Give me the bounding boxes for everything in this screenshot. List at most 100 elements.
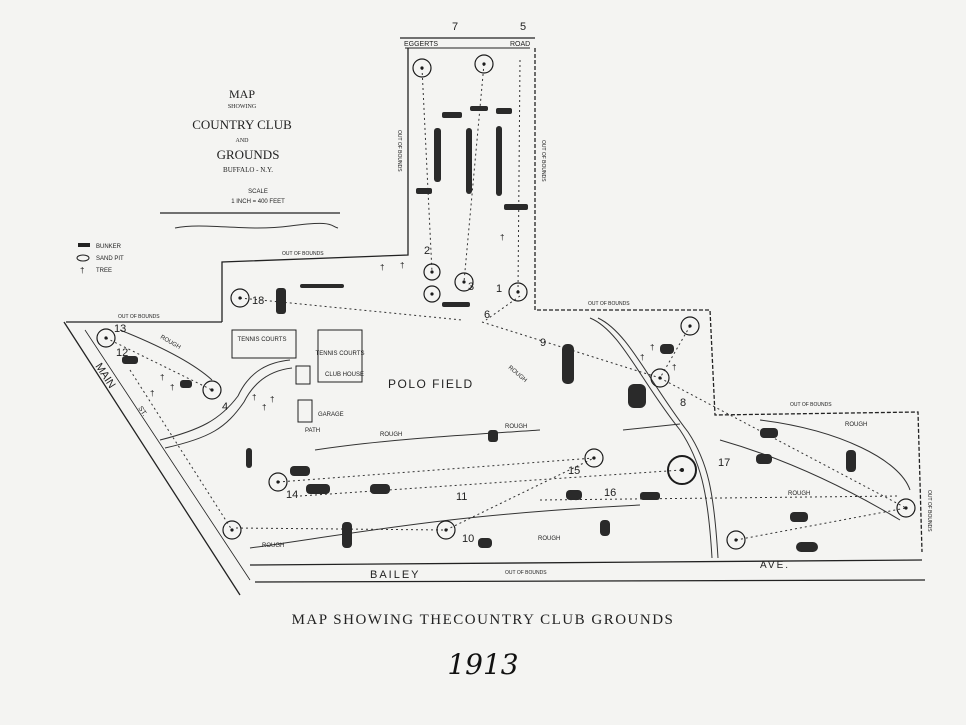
rough-label-1: ROUGH	[380, 432, 402, 438]
rough-label-5: ROUGH	[845, 422, 867, 428]
hole-number-14: 14	[286, 489, 298, 501]
green	[726, 530, 746, 550]
oob-label-4: OUT OF BOUNDS	[790, 402, 832, 408]
tennis-courts-2	[317, 329, 363, 383]
hole-number-5: 5	[520, 21, 526, 33]
rough-line-south	[249, 504, 641, 549]
play-line-3	[517, 59, 521, 293]
play-line-1	[421, 67, 433, 273]
hole-number-7: 7	[452, 21, 458, 33]
title-line-map: MAP	[229, 87, 255, 101]
play-line-4	[239, 297, 463, 321]
oob-label-8: OUT OF BOUNDS	[926, 490, 932, 532]
play-line-12	[659, 377, 907, 509]
path-east	[589, 317, 713, 559]
play-line-9	[277, 457, 595, 483]
green	[454, 272, 474, 292]
boundary-east	[534, 48, 923, 553]
tree-legend-icon: †	[80, 266, 84, 275]
ave-label: AVE.	[760, 560, 790, 571]
scale-label: SCALE	[248, 189, 268, 195]
green	[230, 288, 250, 308]
hole-number-13: 13	[114, 323, 126, 335]
eggerts-label: EGGERTS	[404, 41, 438, 48]
bailey-avenue-line-2	[254, 579, 926, 583]
rough-line-polo	[314, 429, 541, 451]
green	[222, 520, 242, 540]
scale-value: 1 INCH = 400 FEET	[231, 199, 285, 205]
tennis-courts-label-2: TENNIS COURTS	[316, 351, 365, 357]
green-pins	[104, 62, 908, 542]
green	[412, 58, 432, 78]
play-line-13	[659, 325, 691, 379]
svg-text:†: †	[672, 363, 676, 372]
svg-text:†: †	[380, 263, 384, 272]
rough-lines	[119, 329, 911, 549]
green	[508, 282, 528, 302]
green	[896, 498, 916, 518]
path-east-2	[597, 317, 719, 559]
title-line-buffalo: BUFFALO - N.Y.	[223, 166, 273, 174]
hole-number-1: 1	[496, 283, 502, 295]
green	[680, 316, 700, 336]
map-caption: MAP SHOWING THECOUNTRY CLUB GROUNDS	[291, 612, 675, 628]
svg-text:†: †	[252, 393, 256, 402]
handwritten-year: 1913	[447, 648, 519, 681]
oob-label-3: OUT OF BOUNDS	[588, 301, 630, 307]
play-line-15	[539, 495, 901, 501]
club-buildings	[231, 329, 363, 423]
hole-number-16: 16	[604, 487, 616, 499]
play-line-5	[105, 337, 213, 391]
hole-number-6: 6	[484, 309, 490, 321]
legend-tree: TREE	[96, 268, 112, 274]
hole-number-17: 17	[718, 457, 730, 469]
rough-label-6: ROUGH	[788, 491, 810, 497]
country-club-map: MAP SHOWING COUNTRY CLUB AND GROUNDS BUF…	[63, 21, 932, 596]
play-line-7	[235, 527, 447, 531]
play-line-10	[299, 469, 683, 497]
main-street-line	[63, 321, 241, 596]
svg-text:†: †	[170, 383, 174, 392]
property-boundaries	[63, 37, 926, 596]
green	[584, 448, 604, 468]
garage-outline	[297, 399, 313, 423]
oob-label-6: OUT OF BOUNDS	[396, 130, 402, 172]
green	[474, 54, 494, 74]
hole-number-9: 9	[540, 337, 546, 349]
hole-numbers: 1 2 3 4 5 6 7 8 9 10 11 12 13 14 15 16 1…	[114, 21, 730, 545]
internal-roads	[159, 317, 719, 559]
club-driveway	[159, 359, 291, 441]
sand-pit-legend-icon	[76, 254, 90, 262]
club-driveway-2	[164, 367, 293, 449]
road-label: ROAD	[510, 41, 530, 48]
out-of-bounds-labels: OUT OF BOUNDS OUT OF BOUNDS OUT OF BOUND…	[118, 130, 932, 576]
svg-text:†: †	[400, 261, 404, 270]
svg-text:†: †	[500, 233, 504, 242]
title-line-grounds: GROUNDS	[217, 147, 280, 162]
signature-mark	[174, 222, 339, 229]
play-line-16	[485, 295, 521, 321]
svg-text:†: †	[150, 389, 154, 398]
hole-number-3: 3	[468, 281, 474, 293]
rough-label-3: ROUGH	[262, 543, 284, 549]
tennis-courts-label-1: TENNIS COURTS	[238, 337, 287, 343]
play-lines	[105, 59, 907, 541]
hole-number-18: 18	[252, 295, 264, 307]
green	[202, 380, 222, 400]
rough-label-2: ROUGH	[505, 424, 527, 430]
rough-label-4: ROUGH	[538, 536, 560, 542]
hole-number-15: 15	[568, 465, 580, 477]
bunkers	[122, 106, 856, 552]
hole-number-11: 11	[456, 491, 467, 503]
svg-text:†: †	[640, 353, 644, 362]
green	[650, 368, 670, 388]
svg-text:†: †	[270, 395, 274, 404]
boundary-northwest	[221, 48, 409, 322]
hole-number-12: 12	[116, 347, 128, 359]
rough-line-north	[119, 329, 213, 381]
play-line-14	[735, 507, 907, 541]
rough-line-east-2	[759, 419, 911, 491]
hole-number-10: 10	[462, 533, 474, 545]
garage-label: GARAGE	[318, 412, 344, 418]
